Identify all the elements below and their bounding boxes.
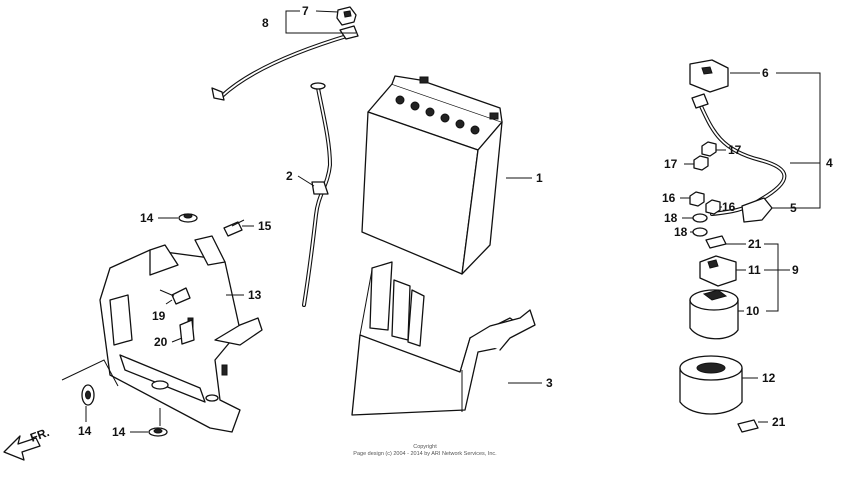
callout-16-left: 16 bbox=[662, 191, 676, 205]
callout-19: 19 bbox=[152, 309, 166, 323]
nut-part-17-right[interactable] bbox=[701, 141, 717, 157]
front-direction-arrow: FR. bbox=[3, 425, 51, 461]
washer-part-18-top[interactable] bbox=[692, 213, 708, 223]
washer-part-18-bottom[interactable] bbox=[692, 227, 708, 237]
callout-2: 2 bbox=[286, 169, 293, 183]
leader-lines bbox=[61, 10, 821, 433]
footer: Copyright Page design (c) 2004 - 2014 by… bbox=[353, 444, 497, 457]
fuse-part-21-bottom[interactable] bbox=[737, 419, 759, 433]
battery-cell-caps bbox=[395, 95, 480, 135]
bolt-part-20[interactable] bbox=[179, 319, 195, 345]
grommet-part-14-left[interactable] bbox=[81, 384, 95, 406]
callout-12: 12 bbox=[762, 371, 776, 385]
terminal-cover-part-5[interactable] bbox=[741, 197, 773, 223]
callout-20: 20 bbox=[154, 335, 168, 349]
callout-10: 10 bbox=[746, 304, 760, 318]
callout-8: 8 bbox=[262, 16, 269, 30]
callout-5: 5 bbox=[790, 201, 797, 215]
nut-part-16-right[interactable] bbox=[705, 199, 721, 215]
callout-15: 15 bbox=[258, 219, 272, 233]
bolt-part-19[interactable] bbox=[159, 287, 191, 305]
terminal-cover-part-6[interactable] bbox=[689, 59, 729, 93]
battery-part-1[interactable] bbox=[361, 75, 503, 275]
cable-part-4[interactable] bbox=[691, 93, 787, 216]
callout-labels: 7 8 2 1 3 6 4 5 17 17 16 16 18 18 21 11 … bbox=[78, 4, 833, 439]
battery-case-part-3[interactable] bbox=[351, 261, 536, 416]
callout-14-bottom: 14 bbox=[112, 425, 126, 439]
callout-9: 9 bbox=[792, 263, 799, 277]
callout-21-top: 21 bbox=[748, 237, 762, 251]
callout-17-right: 17 bbox=[728, 143, 742, 157]
breather-tube-part-2[interactable] bbox=[302, 82, 333, 307]
callout-16-right: 16 bbox=[722, 200, 736, 214]
terminal-cover-part-7[interactable] bbox=[336, 6, 357, 26]
callout-21-bottom: 21 bbox=[772, 415, 786, 429]
page-design-text: Page design (c) 2004 - 2014 by ARI Netwo… bbox=[353, 451, 497, 457]
nut-part-17-top[interactable] bbox=[693, 155, 709, 171]
grommet-part-14-top[interactable] bbox=[178, 213, 198, 223]
grommet-part-14-bottom[interactable] bbox=[148, 427, 168, 437]
callout-7: 7 bbox=[302, 4, 309, 18]
callout-18-top: 18 bbox=[664, 211, 678, 225]
callout-13: 13 bbox=[248, 288, 262, 302]
callout-4: 4 bbox=[826, 156, 833, 170]
callout-17-left: 17 bbox=[664, 157, 678, 171]
battery-cable-part-8[interactable] bbox=[211, 25, 359, 101]
starter-relay-part-10[interactable] bbox=[689, 289, 739, 340]
callout-1: 1 bbox=[536, 171, 543, 185]
nut-part-16-left[interactable] bbox=[689, 191, 705, 207]
callout-6: 6 bbox=[762, 66, 769, 80]
front-label: FR. bbox=[28, 425, 51, 445]
relay-cover-part-12[interactable] bbox=[679, 355, 743, 415]
callout-14-top: 14 bbox=[140, 211, 154, 225]
battery-bracket-part-13[interactable] bbox=[99, 235, 263, 433]
callout-3: 3 bbox=[546, 376, 553, 390]
fuse-part-21-top[interactable] bbox=[705, 235, 727, 249]
callout-14-left: 14 bbox=[78, 424, 92, 438]
callout-11: 11 bbox=[748, 263, 761, 277]
bolt-part-15[interactable] bbox=[223, 219, 245, 237]
connector-part-11[interactable] bbox=[699, 255, 737, 287]
callout-18-bottom: 18 bbox=[674, 225, 688, 239]
copyright-text: Copyright bbox=[413, 444, 437, 450]
